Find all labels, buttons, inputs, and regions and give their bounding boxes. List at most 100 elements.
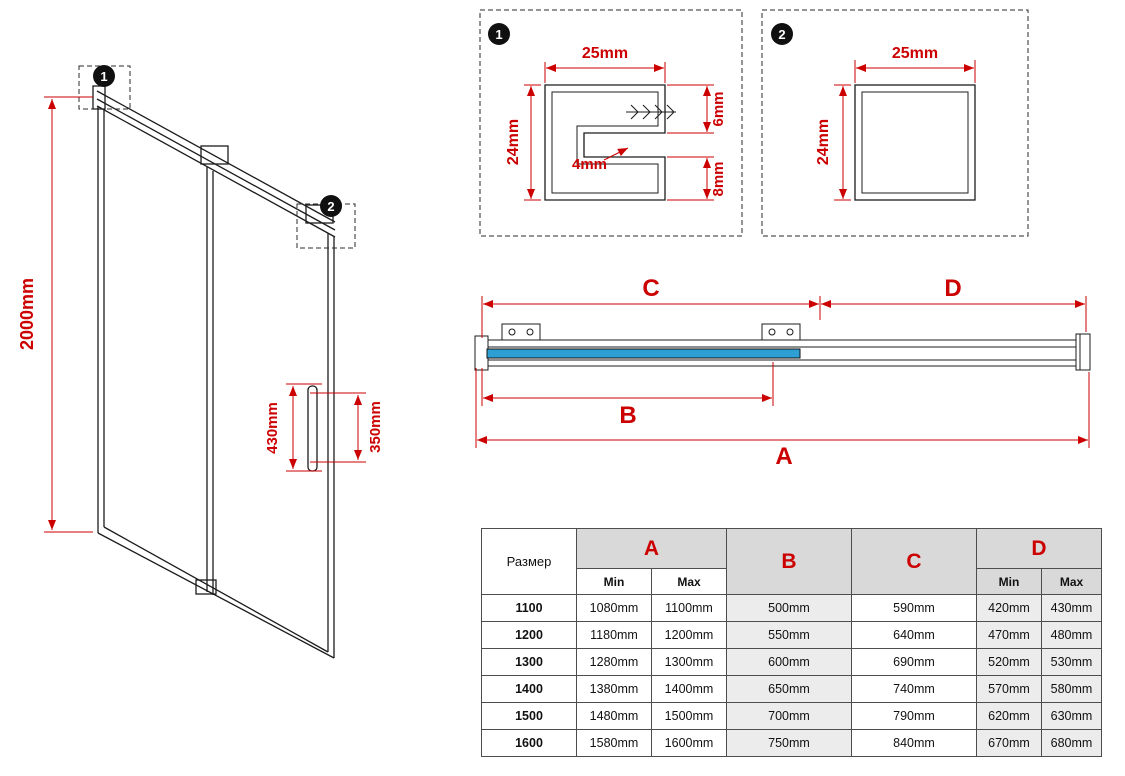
dimension-a [475, 368, 1090, 448]
cell-c: 590mm [851, 594, 977, 622]
size-column-header: Размер [481, 528, 577, 595]
dimension-b [481, 362, 774, 406]
detail-1-height-label: 24mm [505, 119, 522, 165]
marker-1: 1 [93, 65, 115, 87]
dimension-c-label: C [642, 275, 659, 302]
detail-2-width-dimension [854, 60, 976, 83]
detail-2-height-dimension [834, 84, 851, 201]
cell-a-max: 1100mm [651, 594, 727, 622]
marker-2-detail-circle [771, 23, 793, 45]
height-dimension-label: 2000mm [17, 278, 37, 350]
table-row: 1200 1180mm 1200mm 550mm 640mm 470mm 480… [481, 621, 1102, 649]
cell-d-max: 530mm [1041, 648, 1102, 676]
wall-profile-section [544, 84, 676, 201]
table-row: 1300 1280mm 1300mm 600mm 690mm 520mm 530… [481, 648, 1102, 676]
marker-1-detail-label: 1 [495, 27, 502, 42]
cell-d-max: 480mm [1041, 621, 1102, 649]
cell-d-min: 570mm [976, 675, 1042, 703]
dimension-b-label: B [619, 402, 636, 429]
handle-length-label: 430mm [264, 402, 281, 454]
cell-a-max: 1500mm [651, 702, 727, 730]
cell-a-min: 1280mm [576, 648, 652, 676]
table-row: 1100 1080mm 1100mm 500mm 590mm 420mm 430… [481, 594, 1102, 622]
handle-length-dimension [286, 383, 322, 472]
marker-1-circle [93, 65, 115, 87]
column-header-b: B [726, 528, 852, 595]
cell-b: 600mm [726, 648, 852, 676]
d-max-header: Max [1041, 568, 1102, 595]
door-handle [307, 385, 318, 472]
detail-1-width-label: 25mm [582, 45, 628, 62]
cell-size: 1600 [481, 729, 577, 757]
table-row: 1500 1480mm 1500mm 700mm 790mm 620mm 630… [481, 702, 1102, 730]
table-header-row: Размер A B C D [481, 528, 1102, 595]
cell-d-min: 620mm [976, 702, 1042, 730]
detail-1-bottom-flange-dimension [667, 156, 714, 201]
column-header-d: D [976, 528, 1102, 569]
detail-1-border [479, 9, 743, 237]
handle-spacing-label: 350mm [367, 401, 384, 453]
size-table: Размер A B C D Min Max Min Max 1100 1080… [481, 528, 1102, 757]
cell-d-min: 420mm [976, 594, 1042, 622]
sliding-glass-panel [486, 348, 801, 359]
cell-a-max: 1300mm [651, 648, 727, 676]
d-min-header: Min [976, 568, 1042, 595]
cell-a-min: 1380mm [576, 675, 652, 703]
cell-b: 550mm [726, 621, 852, 649]
a-max-header: Max [651, 568, 727, 595]
cell-d-max: 430mm [1041, 594, 1102, 622]
handle-spacing-dimension [310, 392, 366, 463]
cell-a-min: 1180mm [576, 621, 652, 649]
detail-2-border [761, 9, 1029, 237]
rail-top-view: C D B A [474, 275, 1091, 470]
cell-a-min: 1480mm [576, 702, 652, 730]
cell-size: 1500 [481, 702, 577, 730]
cell-d-max: 680mm [1041, 729, 1102, 757]
marker-2-detail-label: 2 [778, 27, 785, 42]
cell-a-max: 1400mm [651, 675, 727, 703]
detail-1-slot-dimension [603, 147, 629, 161]
cell-c: 740mm [851, 675, 977, 703]
detail-1-top-flange-label: 6mm [710, 91, 727, 126]
detail-1-width-dimension [544, 62, 666, 83]
marker-2-label: 2 [327, 199, 334, 214]
detail-1-bottom-flange-label: 8mm [710, 161, 727, 196]
cell-d-min: 670mm [976, 729, 1042, 757]
column-header-a: A [576, 528, 727, 569]
marker-2-detail: 2 [771, 23, 793, 45]
marker-1-detail-circle [488, 23, 510, 45]
cell-size: 1200 [481, 621, 577, 649]
cell-c: 640mm [851, 621, 977, 649]
cell-size: 1300 [481, 648, 577, 676]
cell-d-min: 470mm [976, 621, 1042, 649]
marker-1-detail: 1 [488, 23, 510, 45]
cell-c: 840mm [851, 729, 977, 757]
cell-a-min: 1080mm [576, 594, 652, 622]
dimension-c [481, 296, 821, 338]
door-outline [92, 85, 336, 659]
table-row: 1600 1580mm 1600mm 750mm 840mm 670mm 680… [481, 729, 1102, 757]
marker-2-circle [320, 195, 342, 217]
column-header-c: C [851, 528, 977, 595]
cell-size: 1100 [481, 594, 577, 622]
cell-d-max: 630mm [1041, 702, 1102, 730]
dimension-d [821, 296, 1087, 332]
door-front-view: 1 2 2000mm 430mm 350mm [17, 65, 384, 659]
detail-2-width-label: 25mm [892, 45, 938, 62]
cell-a-min: 1580mm [576, 729, 652, 757]
a-min-header: Min [576, 568, 652, 595]
detail-1-height-dimension [524, 84, 541, 201]
height-dimension [44, 96, 93, 533]
table-subheader-row: Min Max Min Max [482, 568, 1102, 595]
dimension-a-label: A [775, 443, 792, 470]
detail-2-height-label: 24mm [815, 119, 832, 165]
cell-b: 700mm [726, 702, 852, 730]
detail-1-slot-label: 4mm [572, 156, 607, 173]
cell-a-max: 1600mm [651, 729, 727, 757]
rail-assembly [474, 323, 1091, 371]
dimension-d-label: D [944, 275, 961, 302]
profile-detail-1: 1 25mm 24mm 6mm [479, 9, 743, 237]
cell-b: 650mm [726, 675, 852, 703]
marker-1-label: 1 [100, 69, 107, 84]
